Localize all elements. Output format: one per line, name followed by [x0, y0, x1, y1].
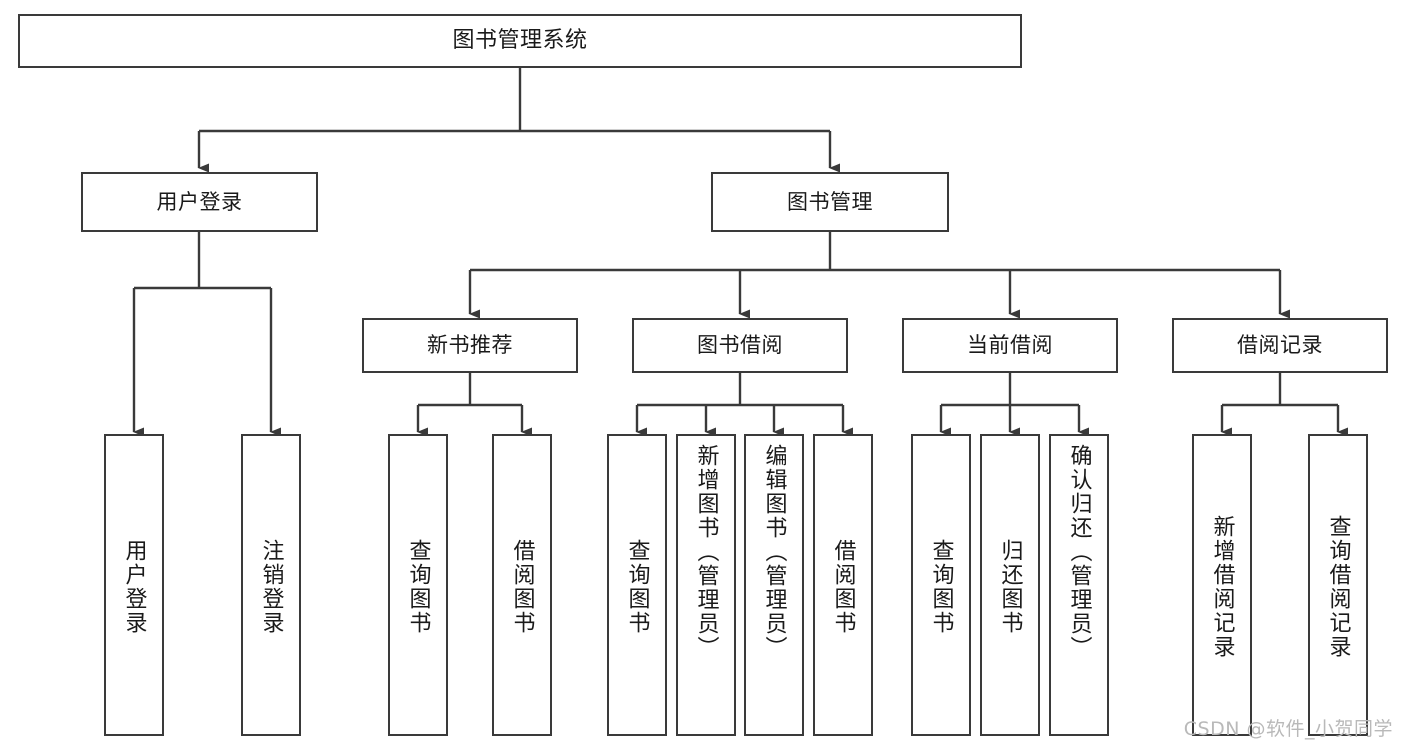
node-leaf-add-book[interactable]: 新增图书（管理员）: [676, 434, 736, 736]
node-book-manage[interactable]: 图书管理: [711, 172, 949, 232]
node-borrow-record[interactable]: 借阅记录: [1172, 318, 1388, 373]
node-label: 归还图书: [997, 539, 1023, 635]
node-label: 新书推荐: [427, 333, 513, 358]
node-leaf-query-record[interactable]: 查询借阅记录: [1308, 434, 1368, 736]
node-label: 编辑图书（管理员）: [761, 444, 787, 660]
node-label: 用户登录: [156, 189, 243, 214]
node-book-borrow[interactable]: 图书借阅: [632, 318, 848, 373]
node-label: 新增图书（管理员）: [693, 444, 719, 660]
node-leaf-confirm-return[interactable]: 确认归还（管理员）: [1049, 434, 1109, 736]
node-leaf-return-book[interactable]: 归还图书: [980, 434, 1040, 736]
node-leaf-user-login[interactable]: 用户登录: [104, 434, 164, 736]
node-leaf-logout[interactable]: 注销登录: [241, 434, 301, 736]
node-label: 注销登录: [258, 539, 284, 635]
watermark-text: CSDN @软件_小贺同学: [1183, 718, 1393, 740]
node-label: 借阅记录: [1237, 333, 1323, 358]
node-root-book-management-system[interactable]: 图书管理系统: [18, 14, 1022, 68]
node-new-book-recommend[interactable]: 新书推荐: [362, 318, 578, 373]
node-label: 图书管理: [787, 189, 873, 214]
node-current-borrow[interactable]: 当前借阅: [902, 318, 1118, 373]
node-label: 用户登录: [121, 539, 147, 635]
node-label: 确认归还（管理员）: [1066, 444, 1092, 660]
node-user-login[interactable]: 用户登录: [81, 172, 318, 232]
node-label: 查询图书: [624, 539, 650, 635]
node-leaf-add-record[interactable]: 新增借阅记录: [1192, 434, 1252, 736]
node-label: 查询图书: [405, 539, 431, 635]
node-leaf-borrow-book-1[interactable]: 借阅图书: [492, 434, 552, 736]
node-label: 借阅图书: [509, 539, 535, 635]
node-leaf-borrow-book-2[interactable]: 借阅图书: [813, 434, 873, 736]
node-label: 新增借阅记录: [1209, 515, 1235, 659]
node-label: 查询借阅记录: [1325, 515, 1351, 659]
node-leaf-query-book-3[interactable]: 查询图书: [911, 434, 971, 736]
node-label: 图书借阅: [697, 333, 783, 358]
node-label: 当前借阅: [967, 333, 1053, 358]
node-label: 查询图书: [928, 539, 954, 635]
node-leaf-edit-book[interactable]: 编辑图书（管理员）: [744, 434, 804, 736]
node-label: 借阅图书: [830, 539, 856, 635]
node-leaf-query-book-1[interactable]: 查询图书: [388, 434, 448, 736]
node-label: 图书管理系统: [452, 28, 588, 54]
node-leaf-query-book-2[interactable]: 查询图书: [607, 434, 667, 736]
